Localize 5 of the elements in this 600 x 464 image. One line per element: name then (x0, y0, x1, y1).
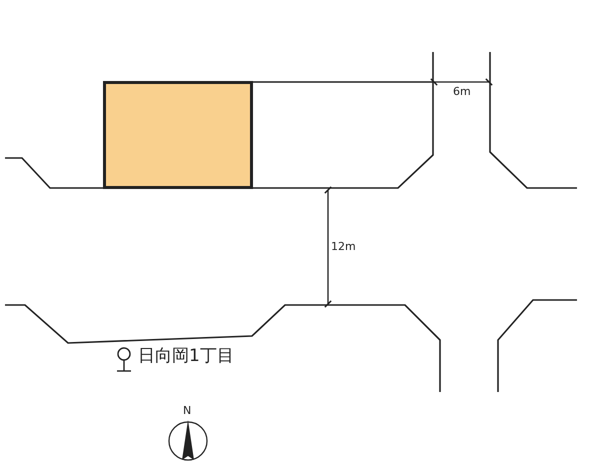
dimension-label: 12m (331, 241, 356, 252)
north-label: N (183, 405, 192, 416)
building-block (103, 81, 253, 189)
place-name: 日向岡1丁目 (138, 348, 234, 365)
dimension-label: 6m (453, 86, 471, 97)
